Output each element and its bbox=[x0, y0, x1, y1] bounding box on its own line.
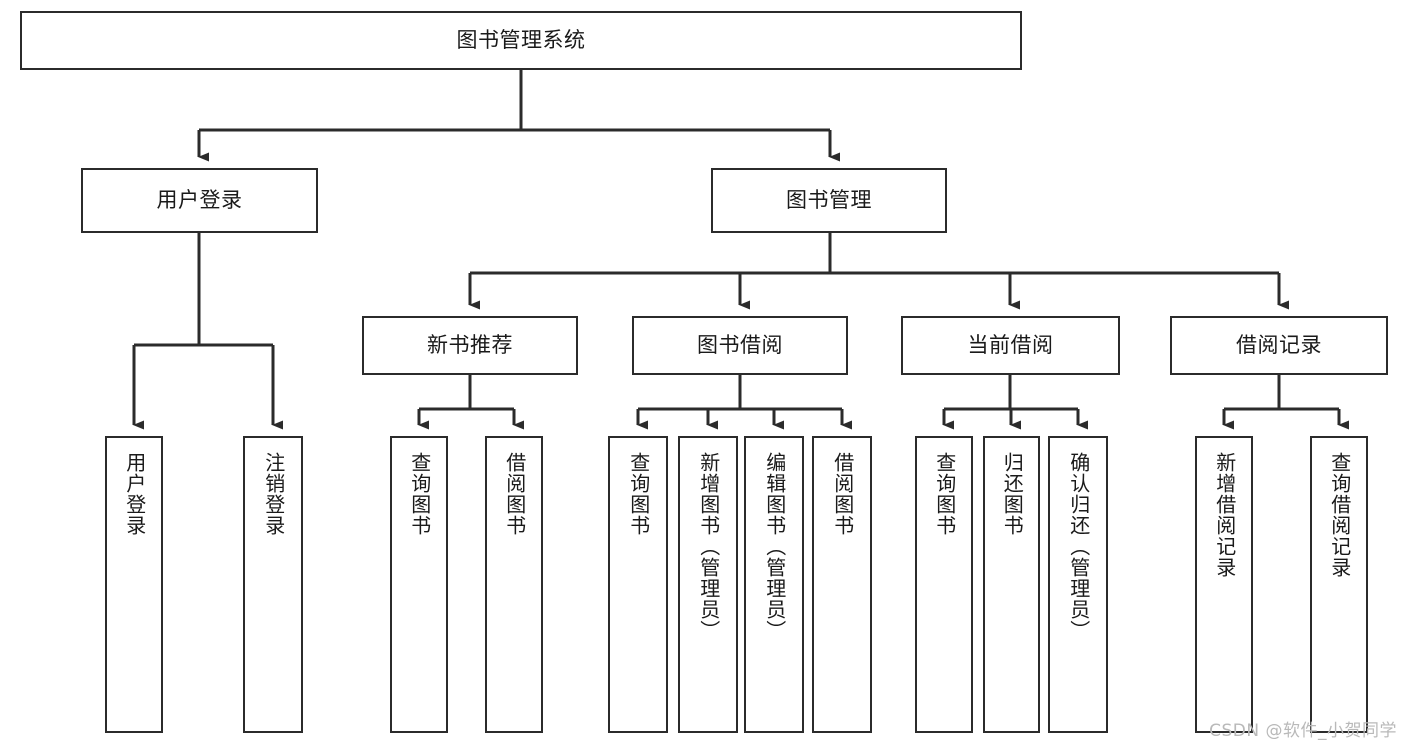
node-leaf-current-return-book[interactable]: 归还图书 bbox=[983, 436, 1040, 733]
node-label: 新书推荐 bbox=[427, 332, 513, 357]
node-label: 用户登录 bbox=[122, 452, 147, 536]
node-leaf-current-query-book[interactable]: 查询图书 bbox=[915, 436, 973, 733]
node-label: 借阅图书 bbox=[502, 452, 527, 536]
node-leaf-user-login[interactable]: 用户登录 bbox=[105, 436, 163, 733]
node-current-borrow[interactable]: 当前借阅 bbox=[901, 316, 1120, 375]
node-leaf-recommend-query-book[interactable]: 查询图书 bbox=[390, 436, 448, 733]
node-leaf-borrow-query-book[interactable]: 查询图书 bbox=[608, 436, 668, 733]
node-label: 确认归还（管理员） bbox=[1066, 452, 1091, 641]
node-book-borrow[interactable]: 图书借阅 bbox=[632, 316, 848, 375]
node-label: 当前借阅 bbox=[967, 332, 1054, 357]
node-label: 查询图书 bbox=[932, 452, 957, 536]
node-label: 图书管理 bbox=[786, 187, 872, 212]
node-label: 图书借阅 bbox=[697, 332, 783, 357]
node-label: 注销登录 bbox=[261, 452, 286, 536]
node-leaf-borrow-lend-book[interactable]: 借阅图书 bbox=[812, 436, 872, 733]
node-leaf-recommend-borrow-book[interactable]: 借阅图书 bbox=[485, 436, 543, 733]
node-leaf-user-logout[interactable]: 注销登录 bbox=[243, 436, 303, 733]
node-new-book-recommend[interactable]: 新书推荐 bbox=[362, 316, 578, 375]
node-label: 编辑图书（管理员） bbox=[762, 452, 787, 641]
node-leaf-current-confirm-return-admin[interactable]: 确认归还（管理员） bbox=[1048, 436, 1108, 733]
node-borrow-record[interactable]: 借阅记录 bbox=[1170, 316, 1388, 375]
node-label: 归还图书 bbox=[1000, 452, 1025, 536]
node-leaf-borrow-add-book-admin[interactable]: 新增图书（管理员） bbox=[678, 436, 738, 733]
node-leaf-record-add[interactable]: 新增借阅记录 bbox=[1195, 436, 1253, 733]
node-user-login[interactable]: 用户登录 bbox=[81, 168, 318, 233]
node-label: 查询借阅记录 bbox=[1327, 452, 1352, 578]
node-root-system[interactable]: 图书管理系统 bbox=[20, 11, 1022, 70]
node-book-manage[interactable]: 图书管理 bbox=[711, 168, 947, 233]
node-label: 查询图书 bbox=[626, 452, 651, 536]
node-label: 新增图书（管理员） bbox=[696, 452, 721, 641]
node-label: 用户登录 bbox=[156, 187, 243, 212]
node-label: 借阅图书 bbox=[830, 452, 855, 536]
node-leaf-record-query[interactable]: 查询借阅记录 bbox=[1310, 436, 1368, 733]
node-leaf-borrow-edit-book-admin[interactable]: 编辑图书（管理员） bbox=[744, 436, 804, 733]
node-label: 借阅记录 bbox=[1236, 332, 1322, 357]
node-label: 查询图书 bbox=[407, 452, 432, 536]
csdn-watermark: CSDN @软件_小贺同学 bbox=[1209, 721, 1397, 741]
node-label: 新增借阅记录 bbox=[1212, 452, 1237, 578]
node-label: 图书管理系统 bbox=[456, 27, 586, 52]
